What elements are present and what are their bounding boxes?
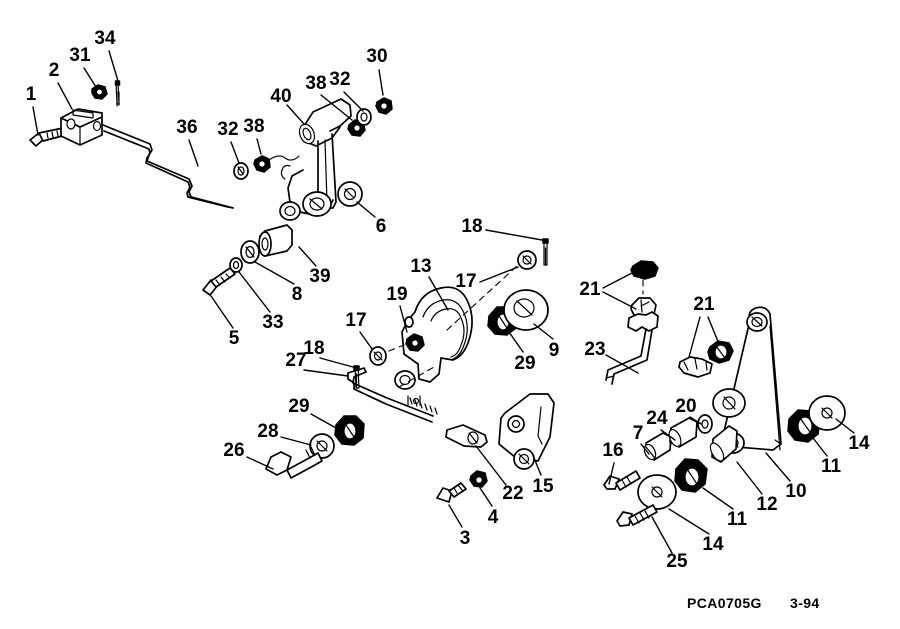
- callout-23: 23: [584, 339, 605, 360]
- part-5-screw: [202, 267, 236, 296]
- part-17-washer-left: [369, 346, 387, 366]
- part-16-screw: [603, 470, 641, 491]
- callout-8: 8: [292, 284, 303, 305]
- part-1-screw: [29, 127, 67, 147]
- part-14-washer-right: [808, 395, 846, 431]
- callout-14-upper: 14: [848, 433, 870, 454]
- part-22-rod-end: [445, 424, 488, 448]
- callout-32-right: 32: [329, 69, 350, 90]
- callout-28: 28: [257, 421, 278, 442]
- part-23-bent-rod: [605, 328, 653, 385]
- part-11-locknut-right: [787, 409, 821, 443]
- part-6-washer: [337, 181, 363, 207]
- part-17-washer-upper: [517, 250, 537, 270]
- callout-27: 27: [285, 350, 306, 371]
- part-14-washer-lower: [637, 474, 677, 510]
- footer-part-code: PCA0705G: [687, 595, 762, 611]
- part-7-bushing: [643, 432, 672, 461]
- callout-22: 22: [502, 483, 523, 504]
- callout-9: 9: [549, 340, 560, 361]
- part-25-bolt: [616, 504, 658, 527]
- callout-11-upper: 11: [821, 456, 842, 477]
- callout-6: 6: [376, 216, 387, 237]
- callout-14-lower: 14: [702, 534, 724, 555]
- part-19-nut: [405, 333, 425, 352]
- part-32-washer-left: [233, 162, 249, 180]
- part-15-bracket: [498, 393, 555, 470]
- callout-38-right: 38: [305, 73, 326, 94]
- part-40-lever-tube: [279, 98, 352, 221]
- callout-numbers: 1 2 31 34 36 32 38 40 38 32 30 6 39 8 33…: [26, 28, 870, 572]
- callout-25: 25: [666, 551, 688, 572]
- part-21-nut-mid: [707, 340, 734, 364]
- part-27-link-rod: [347, 367, 438, 423]
- part-36-link-rod: [102, 124, 234, 209]
- callout-20: 20: [675, 396, 696, 417]
- callout-32-left: 32: [217, 119, 238, 140]
- link-connector: [268, 155, 300, 161]
- part-4-nut: [469, 470, 488, 488]
- alignment-dashes: [388, 265, 518, 388]
- callout-15: 15: [532, 476, 554, 497]
- part-20-washer: [697, 414, 713, 434]
- part-12-spacer: [709, 425, 738, 463]
- footer-date: 3-94: [790, 595, 820, 611]
- part-21-clamp-mid: [678, 356, 713, 378]
- callout-17-upper: 17: [455, 271, 476, 292]
- part-9-washer: [503, 289, 549, 331]
- part-8-washer: [240, 240, 260, 264]
- part-29-locknut-left: [334, 415, 365, 446]
- part-33-washer: [229, 257, 243, 273]
- part-38-nut-left: [253, 155, 271, 173]
- callout-18-lower: 18: [303, 338, 324, 359]
- callout-38-left: 38: [243, 116, 264, 137]
- part-31-nut: [91, 84, 108, 100]
- part-26-bolt: [265, 446, 323, 479]
- callout-34: 34: [94, 28, 116, 49]
- callout-5: 5: [229, 328, 240, 349]
- part-2-clevis: [60, 108, 103, 146]
- callout-13: 13: [410, 256, 431, 277]
- part-24-spacer: [668, 417, 698, 448]
- callout-17-left: 17: [345, 310, 366, 331]
- part-30-nut: [375, 97, 393, 115]
- part-32-washer-right: [356, 108, 372, 126]
- part-3-screw: [436, 482, 467, 503]
- callout-3: 3: [460, 528, 471, 549]
- callout-16: 16: [602, 440, 623, 461]
- callout-7: 7: [633, 423, 644, 444]
- part-39-bushing: [258, 224, 293, 257]
- callout-39: 39: [309, 266, 330, 287]
- part-21-clamp-lower: [627, 297, 659, 332]
- callout-18-upper: 18: [461, 216, 482, 237]
- callout-29-center: 29: [514, 353, 535, 374]
- callout-31: 31: [69, 45, 91, 66]
- callout-11-lower: 11: [727, 509, 748, 530]
- callout-10: 10: [785, 481, 806, 502]
- part-18-cotter-upper: [542, 238, 549, 266]
- callout-4: 4: [488, 507, 499, 528]
- leader-lines: [32, 50, 855, 554]
- callout-12: 12: [756, 494, 777, 515]
- part-group-clevis: [29, 80, 121, 147]
- callout-1: 1: [26, 84, 37, 105]
- callout-2: 2: [49, 60, 60, 81]
- callout-29-left: 29: [288, 396, 309, 417]
- callout-40: 40: [270, 86, 291, 107]
- part-11-locknut-lower: [674, 458, 708, 493]
- callout-36: 36: [176, 117, 197, 138]
- callout-30: 30: [366, 46, 387, 67]
- part-group-lever-40: [279, 97, 393, 221]
- callout-21-right: 21: [693, 294, 715, 315]
- callout-19: 19: [386, 284, 407, 305]
- part-34-cotter-pin: [114, 80, 121, 107]
- callout-24: 24: [646, 408, 668, 429]
- part-21-clamp-upper: [630, 260, 659, 280]
- part-28-washer: [309, 433, 335, 459]
- callout-26: 26: [223, 440, 244, 461]
- callout-33: 33: [262, 312, 283, 333]
- callout-21-left: 21: [579, 279, 601, 300]
